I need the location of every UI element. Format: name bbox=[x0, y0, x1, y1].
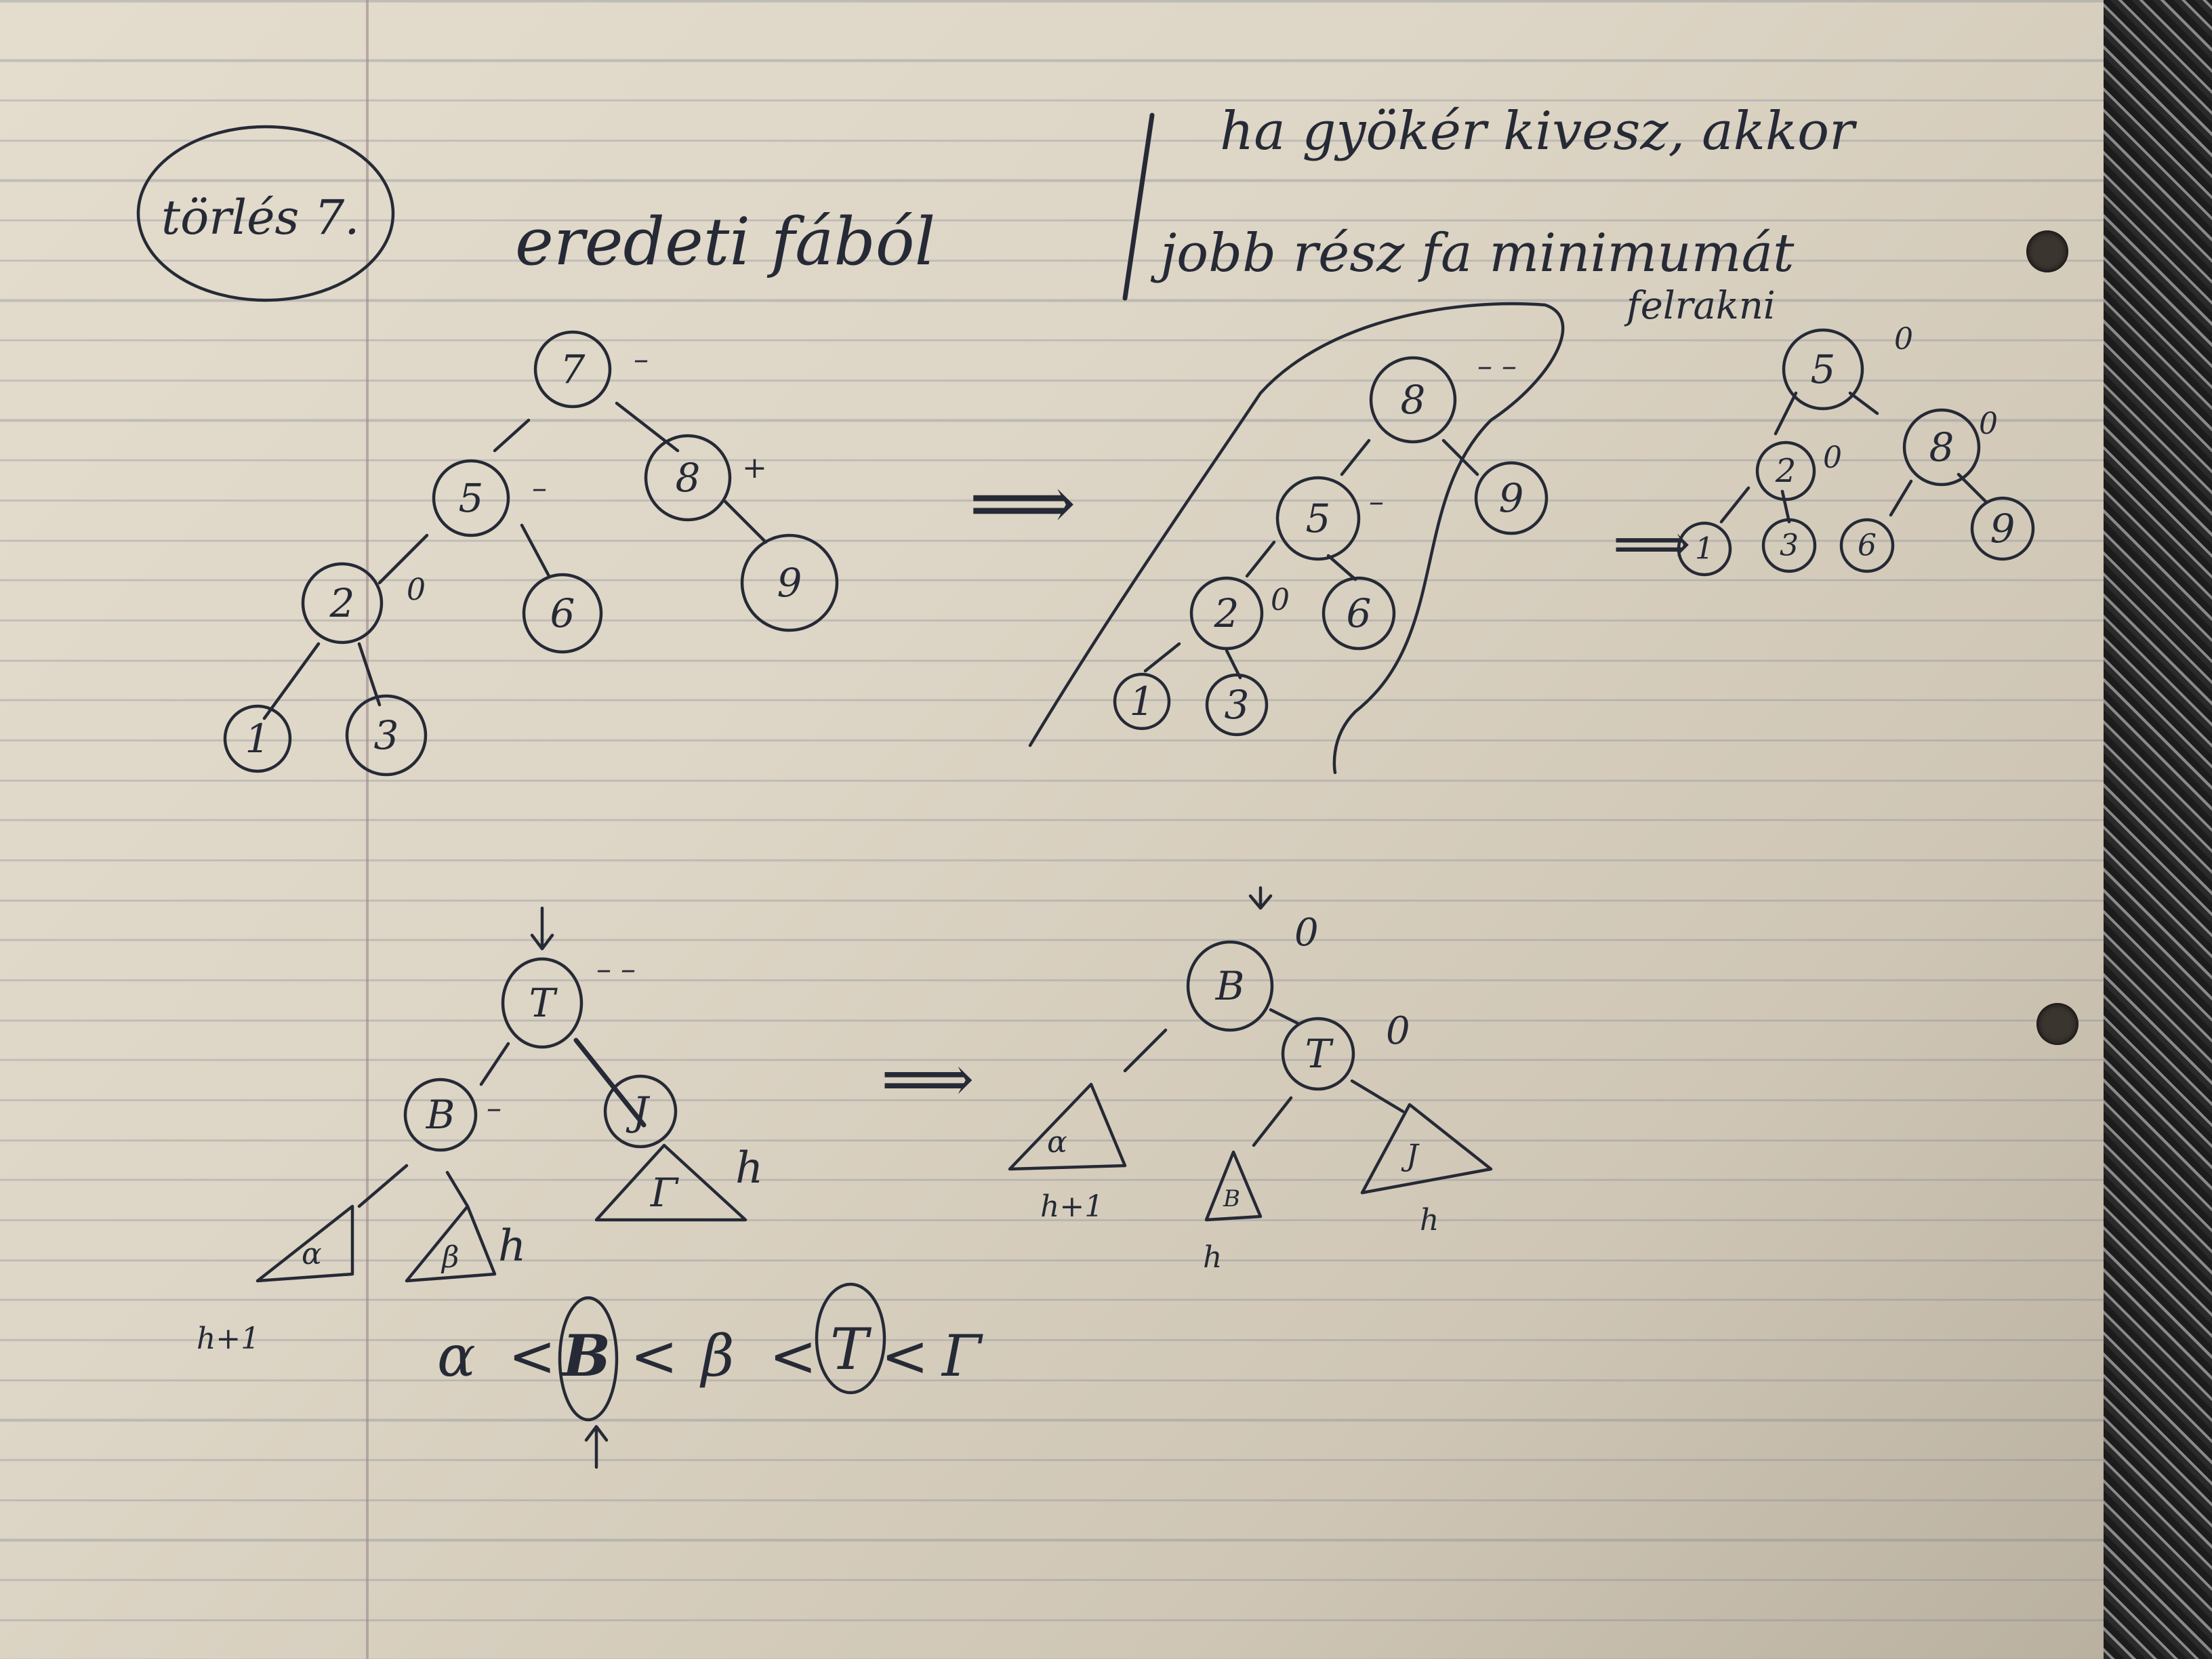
fabric-background bbox=[2104, 0, 2212, 1659]
balance-2: 0 bbox=[407, 573, 426, 607]
right-note-line2: jobb rész fa minimumát bbox=[1150, 223, 1795, 284]
subtree-alpha: α bbox=[1047, 1125, 1067, 1160]
subtree-J: J bbox=[1401, 1139, 1420, 1173]
order-lt-2: < bbox=[630, 1323, 678, 1389]
node-8: 8 bbox=[1929, 424, 1954, 470]
balance-5: – bbox=[532, 471, 547, 506]
node-8: 8 bbox=[1401, 377, 1426, 423]
circled-label: törlés 7. bbox=[161, 190, 360, 245]
up-arrow bbox=[584, 1425, 609, 1469]
subtree-gamma: Γ bbox=[650, 1170, 679, 1216]
node-T: T bbox=[529, 980, 558, 1026]
balance-8: – – bbox=[1477, 349, 1517, 384]
circled-label-outline bbox=[136, 125, 395, 302]
subtree-alpha: α bbox=[302, 1237, 322, 1271]
height-alpha: h+1 bbox=[1040, 1189, 1103, 1224]
node-3: 3 bbox=[374, 712, 399, 758]
node-2: 2 bbox=[1775, 452, 1797, 490]
node-B: B bbox=[426, 1092, 455, 1138]
subtree-B: B bbox=[1223, 1185, 1240, 1212]
balance-5: – bbox=[1369, 485, 1384, 519]
node-8: 8 bbox=[676, 455, 701, 501]
node-2: 2 bbox=[329, 580, 355, 626]
node-5: 5 bbox=[459, 475, 484, 521]
margin-line bbox=[366, 0, 369, 1659]
balance-5: 0 bbox=[1894, 322, 1913, 356]
implies-arrow-1: ⟹ bbox=[969, 459, 1076, 546]
node-9: 9 bbox=[1990, 506, 2015, 552]
order-lt-4: < bbox=[881, 1323, 928, 1389]
balance-2: 0 bbox=[1823, 441, 1842, 475]
subtree-beta: β bbox=[441, 1240, 459, 1275]
height-J: h bbox=[1420, 1203, 1439, 1237]
balance-B: 0 bbox=[1294, 911, 1319, 955]
node-5: 5 bbox=[1811, 346, 1836, 392]
node-1: 1 bbox=[1130, 678, 1155, 724]
balance-T: 0 bbox=[1386, 1009, 1410, 1053]
node-T: T bbox=[1305, 1031, 1334, 1077]
order-T: T bbox=[830, 1316, 872, 1382]
node-1: 1 bbox=[1695, 532, 1714, 567]
rotation-after: B 0 T 0 α B J h+1 h h bbox=[1008, 886, 1493, 1275]
lasso-outline bbox=[1028, 302, 1565, 775]
order-lt-1: < bbox=[508, 1323, 556, 1389]
right-note-line1: ha gyökér kivesz, akkor bbox=[1220, 101, 1858, 162]
balance-B: – bbox=[487, 1091, 501, 1126]
node-B: B bbox=[1215, 963, 1245, 1009]
order-alpha: α bbox=[437, 1323, 476, 1389]
implies-arrow-3: ⟹ bbox=[881, 1041, 975, 1117]
balance-2: 0 bbox=[1271, 583, 1290, 617]
rotation-before: T – – B – J α β Γ h+1 h h bbox=[197, 906, 763, 1356]
balance-7: – bbox=[634, 342, 649, 377]
height-beta: h bbox=[498, 1221, 526, 1271]
node-6: 6 bbox=[1347, 590, 1372, 636]
order-lt-3: < bbox=[769, 1323, 817, 1389]
order-B: B bbox=[561, 1322, 611, 1389]
balance-T: – – bbox=[596, 952, 636, 987]
height-gamma: h bbox=[735, 1143, 763, 1193]
tree-original: 7 5 8 2 6 9 1 3 – – + 0 bbox=[223, 330, 839, 777]
ordering-line: α < B < β < T < Γ bbox=[437, 1282, 983, 1469]
tree-middle: 8 5 9 2 6 1 3 – – – 0 bbox=[1028, 302, 1565, 775]
height-alpha: h+1 bbox=[197, 1322, 260, 1356]
balance-8: + bbox=[742, 451, 767, 485]
node-6: 6 bbox=[550, 590, 575, 636]
order-beta: β bbox=[699, 1323, 735, 1389]
order-gamma: Γ bbox=[941, 1323, 983, 1389]
node-5: 5 bbox=[1306, 495, 1331, 541]
left-title: eredeti fából bbox=[515, 204, 935, 280]
node-9: 9 bbox=[1499, 475, 1524, 521]
node-7: 7 bbox=[560, 346, 586, 392]
right-note-line3: felrakni bbox=[1624, 284, 1776, 328]
node-3: 3 bbox=[1780, 529, 1799, 563]
node-6: 6 bbox=[1858, 529, 1877, 563]
node-9: 9 bbox=[777, 560, 802, 606]
node-2: 2 bbox=[1214, 590, 1240, 636]
node-J: J bbox=[626, 1088, 650, 1134]
divider-stroke bbox=[1122, 112, 1155, 301]
height-B: h bbox=[1203, 1240, 1222, 1275]
tree-result: ⟹ 5 2 8 1 3 6 9 0 0 0 bbox=[1613, 322, 2035, 577]
punch-hole-bottom bbox=[2036, 1003, 2078, 1045]
node-1: 1 bbox=[245, 716, 270, 762]
balance-8: 0 bbox=[1979, 407, 1998, 441]
handwritten-notes: törlés 7. eredeti fából ha gyökér kivesz… bbox=[136, 101, 2035, 1469]
punch-hole-top bbox=[2026, 230, 2068, 272]
node-3: 3 bbox=[1225, 682, 1250, 728]
notebook-paper: törlés 7. eredeti fából ha gyökér kivesz… bbox=[0, 0, 2121, 1659]
